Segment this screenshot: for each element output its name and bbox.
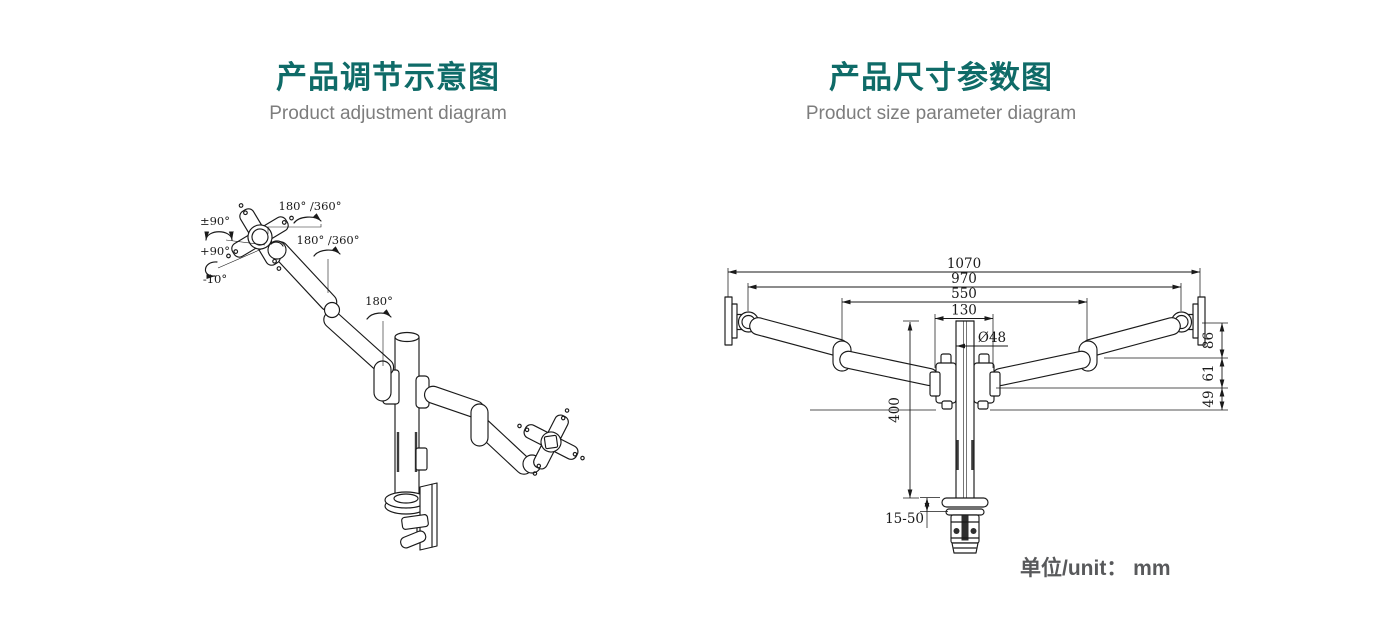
swivel-pole-label: 180° xyxy=(365,294,393,308)
dim-top-offset: 86 xyxy=(1201,332,1217,349)
right-panel-subtitle: Product size parameter diagram xyxy=(805,103,1077,124)
unit-note: 单位/unit： mm xyxy=(1020,557,1171,580)
clamp-front-view xyxy=(941,497,989,554)
vesa-plate-right xyxy=(517,408,585,476)
adjustment-diagram: ±90° +90° -10° 180° /360° 180° /360° 180… xyxy=(200,199,585,551)
dim-pole-height: 400 xyxy=(887,397,903,423)
ball-joint-left xyxy=(267,240,287,260)
tilt-rotation-arrow-icon xyxy=(204,231,234,241)
swivel-arrow-icon xyxy=(293,213,322,224)
tilt-down-label: -10° xyxy=(203,272,227,286)
dim-joint-span: 970 xyxy=(951,271,977,287)
left-arm-assembly xyxy=(724,296,957,410)
tilt-arc-arrow-icon xyxy=(204,261,218,279)
dim-hub-offset: 49 xyxy=(1201,390,1217,407)
dim-overall-width: 1070 xyxy=(947,256,981,272)
pole xyxy=(394,331,420,499)
pole-front-view xyxy=(955,320,975,499)
right-arm-assembly xyxy=(973,296,1206,410)
swivel-arrow-icon xyxy=(313,246,341,257)
tilt-up-label: +90° xyxy=(200,244,230,258)
swivel-vesa-label: 180° /360° xyxy=(279,199,342,213)
dimension-lines xyxy=(727,269,1225,512)
left-panel-title: 产品调节示意图 xyxy=(276,60,500,95)
ball-joint-detail xyxy=(270,241,284,247)
leader-line xyxy=(217,247,265,269)
cable-clip xyxy=(415,447,428,471)
dim-hub-span: 130 xyxy=(951,303,977,319)
leader-line xyxy=(225,239,266,246)
dim-arm-span: 550 xyxy=(951,286,977,302)
left-panel-subtitle: Product adjustment diagram xyxy=(269,103,507,124)
dim-clamp-range: 15-50 xyxy=(885,511,924,527)
elbow-joint xyxy=(323,301,341,319)
leader-line xyxy=(267,224,322,234)
swivel-arm-label: 180° /360° xyxy=(297,233,360,247)
lower-arm xyxy=(415,375,533,475)
extension-lines xyxy=(727,268,1228,528)
dim-mid-offset: 61 xyxy=(1201,364,1217,381)
upper-arm xyxy=(323,310,400,405)
desk-clamp xyxy=(384,482,438,551)
size-parameter-diagram: 1070 970 550 130 Ø48 400 86 61 49 15-50 xyxy=(724,256,1228,554)
right-panel-title: 产品尺寸参数图 xyxy=(829,60,1053,95)
swivel-arrow-icon xyxy=(366,309,392,320)
dim-pole-diameter: Ø48 xyxy=(978,330,1006,346)
tilt-range-label: ±90° xyxy=(200,214,230,228)
dimension-labels: 1070 970 550 130 Ø48 400 86 61 49 15-50 xyxy=(885,256,1217,527)
adjustment-annotations: ±90° +90° -10° 180° /360° 180° /360° 180… xyxy=(200,199,393,366)
